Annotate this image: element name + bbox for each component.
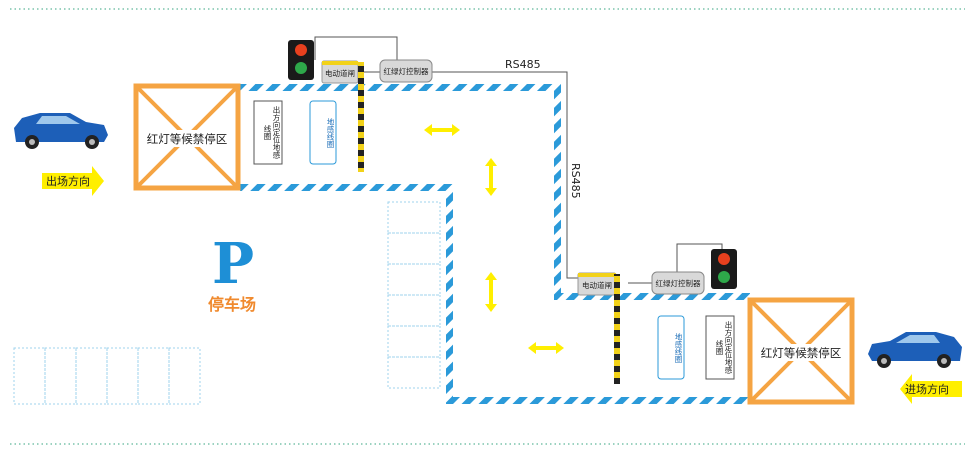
barrier-top-label: 电动道闸	[325, 68, 355, 78]
exit-direction-label: 出场方向	[46, 174, 90, 188]
entry-direction-label: 进场方向	[905, 382, 949, 396]
parking-label: 停车场	[208, 295, 256, 314]
sensor-position-bottom-label: 出方向定位地感线圈	[715, 320, 733, 374]
green-light-icon	[718, 271, 730, 283]
red-light-icon	[718, 253, 730, 265]
flow-arrow-vertical-1	[485, 158, 497, 196]
lane-boundaries	[240, 84, 750, 404]
green-light-icon	[295, 62, 307, 74]
parking-slots-horizontal	[13, 347, 201, 405]
entry-car-icon	[868, 332, 962, 368]
controller-bottom: 红绿灯控制器	[651, 271, 705, 295]
barrier-gate-top: 电动道闸	[321, 60, 364, 172]
sensor-coil-bottom-label: 地感线圈	[674, 333, 683, 363]
parking-slots-vertical	[387, 201, 441, 389]
parking-sign: P 停车场	[208, 231, 256, 314]
flow-arrow-horizontal-bottom	[528, 342, 564, 354]
rs485-horizontal-label: RS485	[505, 58, 541, 71]
entry-no-parking-zone: 红灯等候禁停区	[747, 297, 855, 405]
exit-zone-label: 红灯等候禁停区	[147, 132, 228, 146]
traffic-light-top	[288, 40, 314, 80]
entry-zone-label: 红灯等候禁停区	[761, 346, 842, 360]
controller-bottom-label: 红绿灯控制器	[656, 278, 701, 288]
sensor-position-top: 出方向定位地感线圈	[253, 100, 283, 165]
exit-direction-arrow: 出场方向	[42, 166, 104, 196]
rs485-vertical-label: RS485	[569, 163, 582, 199]
controller-top: 红绿灯控制器	[379, 59, 433, 83]
wiring	[314, 36, 723, 284]
flow-arrows	[424, 124, 564, 354]
sensor-coil-top: 地感线圈	[309, 100, 337, 165]
flow-arrow-vertical-2	[485, 272, 497, 312]
red-light-icon	[295, 44, 307, 56]
sensor-position-bottom: 出方向定位地感线圈	[705, 315, 735, 380]
barrier-bottom-label: 电动道闸	[582, 280, 612, 290]
parking-symbol: P	[212, 231, 254, 297]
exit-no-parking-zone: 红灯等候禁停区	[133, 83, 241, 191]
sensor-coil-top-label: 地感线圈	[326, 118, 335, 148]
controller-top-label: 红绿灯控制器	[384, 66, 429, 76]
exit-car-icon	[14, 113, 108, 149]
sensor-position-top-label: 出方向定位地感线圈	[263, 105, 281, 159]
barrier-gate-bottom: 电动道闸	[577, 272, 620, 384]
flow-arrow-horizontal-top	[424, 124, 460, 136]
sensor-coil-bottom: 地感线圈	[657, 315, 685, 380]
entry-direction-arrow: 进场方向	[900, 374, 962, 404]
traffic-light-bottom	[711, 249, 737, 289]
